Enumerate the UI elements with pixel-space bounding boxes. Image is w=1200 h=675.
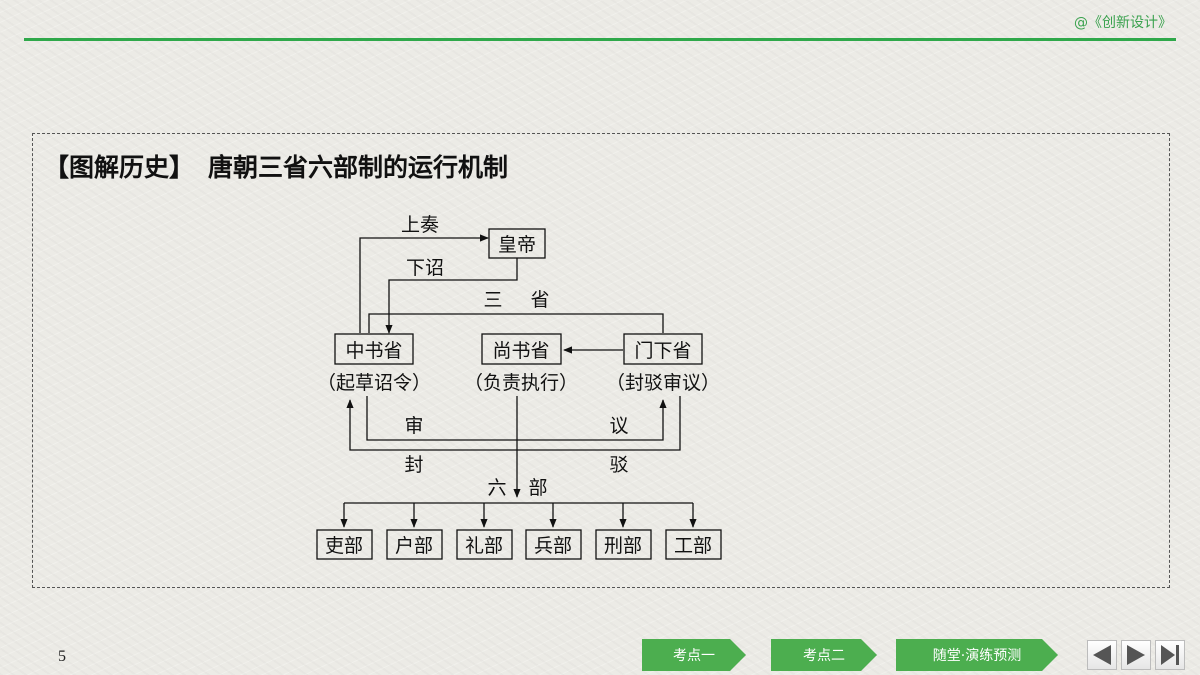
review-char-1: 审	[404, 415, 423, 437]
ministry-label-1: 吏部	[325, 535, 363, 557]
heading-title: 唐朝三省六部制的运行机制	[208, 153, 509, 182]
three-label-char-1: 三	[483, 289, 502, 311]
content-frame	[32, 133, 1170, 588]
ministry-label-5: 刑部	[604, 535, 642, 557]
next-icon	[1127, 645, 1145, 665]
zhongshu-label: 中书省	[345, 340, 402, 362]
menxia-box	[623, 333, 703, 365]
ministry-box-4	[525, 529, 582, 560]
shangshu-box	[481, 333, 562, 365]
next-slide-button[interactable]	[1121, 640, 1151, 670]
reject-char-1: 封	[404, 454, 423, 476]
ministry-box-3	[456, 529, 513, 560]
emperor-box	[488, 228, 546, 259]
connector-three-departments	[368, 313, 664, 333]
three-label-char-2: 省	[530, 289, 549, 311]
brand-label: @《创新设计》	[1074, 15, 1172, 31]
nav-button-topic-2[interactable]: 考点二	[771, 639, 877, 671]
emperor-label: 皇帝	[498, 234, 536, 256]
zhongshu-box	[334, 333, 414, 365]
prev-slide-button[interactable]	[1087, 640, 1117, 670]
shangshu-role: （负责执行）	[464, 372, 578, 394]
zhongshu-role: （起草诏令）	[317, 372, 431, 394]
last-icon	[1161, 645, 1179, 665]
slide-heading: 【图解历史】唐朝三省六部制的运行机制	[44, 148, 508, 184]
edict-label: 下诏	[406, 257, 444, 279]
menxia-role: （封驳审议）	[606, 372, 720, 394]
connector-review	[366, 396, 667, 441]
reject-char-2: 驳	[609, 454, 628, 476]
ministry-label-3: 礼部	[465, 535, 503, 557]
connector-memorial-up	[359, 234, 489, 333]
ministry-box-5	[595, 529, 652, 560]
shangshu-label: 尚书省	[492, 340, 549, 362]
ministry-box-1	[316, 529, 373, 560]
heading-tag: 【图解历史】	[44, 153, 195, 182]
prev-icon	[1093, 645, 1111, 665]
connector-edict-down	[385, 258, 518, 334]
ministry-box-6	[665, 529, 722, 560]
memorial-label: 上奏	[401, 214, 439, 236]
nav-button-practice[interactable]: 随堂·演练预测	[896, 639, 1058, 671]
ministry-box-2	[386, 529, 443, 560]
six-label-char-1: 六	[487, 477, 506, 499]
menxia-label: 门下省	[634, 340, 691, 362]
last-slide-button[interactable]	[1155, 640, 1185, 670]
page-number: 5	[58, 648, 66, 665]
connector-reject	[346, 396, 681, 451]
review-char-2: 议	[609, 415, 628, 437]
nav-button-topic-1[interactable]: 考点一	[642, 639, 746, 671]
ministry-label-2: 户部	[395, 535, 433, 557]
six-label-char-2: 部	[528, 477, 547, 499]
ministry-label-4: 兵部	[534, 535, 572, 557]
ministry-label-6: 工部	[674, 535, 712, 557]
top-divider	[24, 38, 1176, 41]
